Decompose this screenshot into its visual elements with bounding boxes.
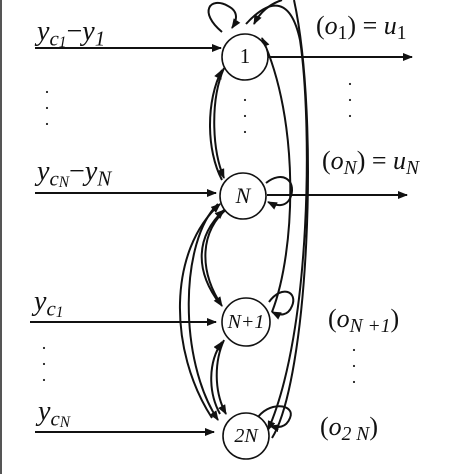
self-loop-N1 bbox=[268, 290, 295, 320]
edge-N1-to-N bbox=[200, 209, 225, 305]
node-1 bbox=[221, 33, 269, 81]
node-N bbox=[219, 172, 267, 220]
edge-2N-to-N bbox=[179, 203, 221, 419]
node-1-label: 1 bbox=[239, 44, 251, 68]
node-N-label: N bbox=[235, 183, 251, 208]
output-label-N1: (oN +1) bbox=[328, 304, 400, 337]
input-label-N1: yc1 bbox=[34, 286, 64, 321]
edge-2N-to-N1 bbox=[210, 341, 223, 415]
edge-N1-to-1-right bbox=[261, 37, 292, 313]
edge-N-to-1-left bbox=[209, 69, 223, 181]
node-2N bbox=[222, 412, 270, 460]
ellipsis-left-top: ··· bbox=[44, 82, 50, 134]
edge-N1-to-2N bbox=[215, 339, 227, 415]
edge-top-to-1 bbox=[253, 0, 283, 25]
self-loop-1 bbox=[207, 1, 241, 33]
input-label-N: ycN−yN bbox=[37, 156, 112, 191]
input-label-1: yc1−y1 bbox=[37, 16, 106, 51]
edge-2N-to-1-right bbox=[271, 0, 309, 439]
output-label-N: (oN) = uN bbox=[322, 146, 420, 179]
node-2N-label: 2N bbox=[234, 425, 258, 447]
ellipsis-right-top: ··· bbox=[347, 74, 353, 126]
output-label-1: (o1) = u1 bbox=[316, 11, 407, 44]
output-label-2N: (o2 N) bbox=[320, 412, 378, 445]
ellipsis-center-top: ··· bbox=[242, 90, 248, 142]
node-N1 bbox=[221, 297, 271, 347]
ellipsis-right-bottom: ··· bbox=[351, 340, 357, 392]
ellipsis-left-bottom: ··· bbox=[41, 338, 47, 390]
node-N1-label: N+1 bbox=[227, 311, 265, 333]
input-label-2N: ycN bbox=[38, 396, 71, 431]
edge-N-to-2N bbox=[187, 203, 219, 421]
edge-N-to-N1 bbox=[204, 207, 229, 307]
